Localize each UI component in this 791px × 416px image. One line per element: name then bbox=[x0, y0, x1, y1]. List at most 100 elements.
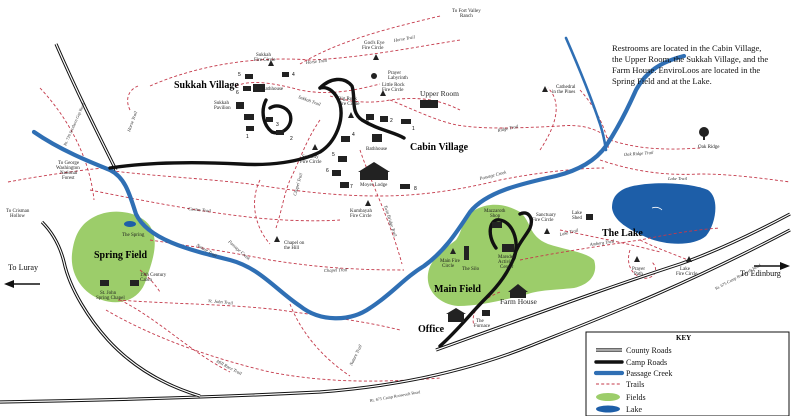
fields bbox=[71, 183, 716, 306]
key-title: KEY bbox=[676, 334, 691, 342]
cabin-village-buildings bbox=[274, 54, 438, 242]
big-rock-fire-icon bbox=[348, 112, 354, 118]
cabin-village-label: Cabin Village bbox=[410, 142, 469, 153]
st-john-chapel bbox=[100, 280, 109, 286]
sukkah-village-label: Sukkah Village bbox=[174, 80, 239, 91]
cabin-2 bbox=[380, 116, 388, 122]
cathedral-icon bbox=[542, 86, 548, 92]
edinburg-arrow-icon bbox=[780, 262, 790, 270]
main-field-label: Main Field bbox=[434, 284, 481, 295]
spring-field-label: Spring Field bbox=[94, 250, 148, 261]
cabin-1 bbox=[401, 119, 411, 124]
sukkah-cabin-4 bbox=[282, 72, 289, 77]
map-key: KEY County Roads Camp Roads Passage Cree… bbox=[585, 331, 790, 416]
svg-text:5: 5 bbox=[332, 152, 335, 158]
sukkah-trail: Sukkah Trail bbox=[298, 94, 322, 107]
svg-text:Farm House. EnviroLoos are lo: Farm House. EnviroLoos are located in th… bbox=[612, 65, 760, 75]
restroom-note: Restrooms are located in the Cabin Villa… bbox=[612, 43, 768, 86]
prayer-path-icon bbox=[634, 256, 640, 262]
amberg-trail: Amberg Trail bbox=[588, 239, 615, 248]
main-field-buildings bbox=[100, 86, 709, 322]
svg-text:2: 2 bbox=[390, 118, 393, 124]
ridge-trail: Ridge Trail bbox=[496, 124, 519, 134]
svg-text:6: 6 bbox=[236, 90, 239, 96]
the-lake-water[interactable] bbox=[612, 183, 716, 244]
cabin-3 bbox=[366, 114, 374, 120]
area-labels: Sukkah Village Cabin Village Spring Fiel… bbox=[94, 80, 643, 335]
passage-creek-label: Passage Creek bbox=[478, 169, 508, 181]
horse-trail-3: Horse Trail bbox=[126, 110, 139, 133]
the-spring-pond bbox=[124, 221, 136, 227]
bathhouse-sukkah-label: Bathhouse bbox=[262, 87, 284, 92]
cabin-4 bbox=[341, 136, 350, 142]
county-roads bbox=[0, 43, 791, 404]
luray-label: To Luray bbox=[8, 263, 39, 272]
rt-675-bottom-label: Rt. 675 Camp Roosevelt Road bbox=[369, 389, 421, 403]
svg-text:5: 5 bbox=[238, 72, 241, 78]
chapel-hill-icon bbox=[274, 236, 280, 242]
farm-house bbox=[508, 284, 528, 298]
oak-ridge-trail: Oak Ridge Trail bbox=[624, 150, 655, 157]
lake-shed bbox=[586, 214, 593, 220]
bathhouse-cabin-label: Bathhouse bbox=[366, 147, 388, 152]
svg-text:Restrooms are located in the C: Restrooms are located in the Cabin Villa… bbox=[612, 43, 761, 53]
trails bbox=[7, 15, 791, 382]
rt-726-label: Rt. 726 Scothorn Gap Road bbox=[62, 101, 86, 146]
chapel-trail-1: Chapel Trail bbox=[292, 172, 303, 197]
spring-field-area[interactable] bbox=[71, 211, 155, 303]
chapel-trail-2: Chapel Trail bbox=[324, 267, 348, 273]
nature-trail-2: Nature Trail bbox=[348, 343, 363, 367]
sukkah-village-buildings bbox=[236, 60, 289, 135]
cactus-trail: Cactus Trail bbox=[188, 206, 212, 213]
sanctuary-fire-icon bbox=[544, 228, 550, 234]
lake-fire-icon bbox=[686, 256, 692, 262]
key-camp-roads: Camp Roads bbox=[626, 358, 667, 367]
twin-bridge-trail: Twin Bridge Trail bbox=[383, 205, 398, 238]
marsden-center bbox=[502, 244, 514, 252]
cabin-19th-century bbox=[130, 280, 139, 286]
luray-arrow-icon bbox=[4, 280, 14, 288]
oak-ridge-tree-icon bbox=[699, 127, 709, 137]
the-spring-label: The Spring bbox=[122, 233, 145, 238]
sukkah-cabin-3 bbox=[266, 117, 273, 122]
the-silo bbox=[464, 246, 469, 260]
sukkah-cabin-1 bbox=[246, 126, 254, 131]
sukkah-cabin-5 bbox=[245, 74, 253, 79]
kumbayah-fire-icon bbox=[365, 200, 371, 206]
key-lake: Lake bbox=[626, 405, 642, 414]
upper-room-building bbox=[420, 100, 438, 108]
main-field-area[interactable] bbox=[427, 204, 596, 306]
cabin-bathhouse bbox=[372, 134, 382, 142]
office-label: Office bbox=[418, 324, 445, 335]
key-fields: Fields bbox=[626, 393, 646, 402]
sukkah-fire-circle-icon bbox=[268, 60, 274, 66]
gods-eye-fire-icon bbox=[373, 54, 379, 60]
horse-trail-2: Horse Trail bbox=[392, 34, 416, 43]
moyer-lodge-label: Moyer Lodge bbox=[360, 183, 388, 188]
cabin-5 bbox=[338, 156, 347, 162]
oak-ridge-label: Oak Ridge bbox=[698, 145, 720, 150]
serenity-fire-icon bbox=[312, 144, 318, 150]
upper-room-label: Upper Room bbox=[420, 89, 459, 98]
cabin-8 bbox=[400, 184, 410, 189]
sukkah-shelter bbox=[244, 114, 254, 120]
lake-trail-1: Lake Trail bbox=[667, 176, 688, 181]
